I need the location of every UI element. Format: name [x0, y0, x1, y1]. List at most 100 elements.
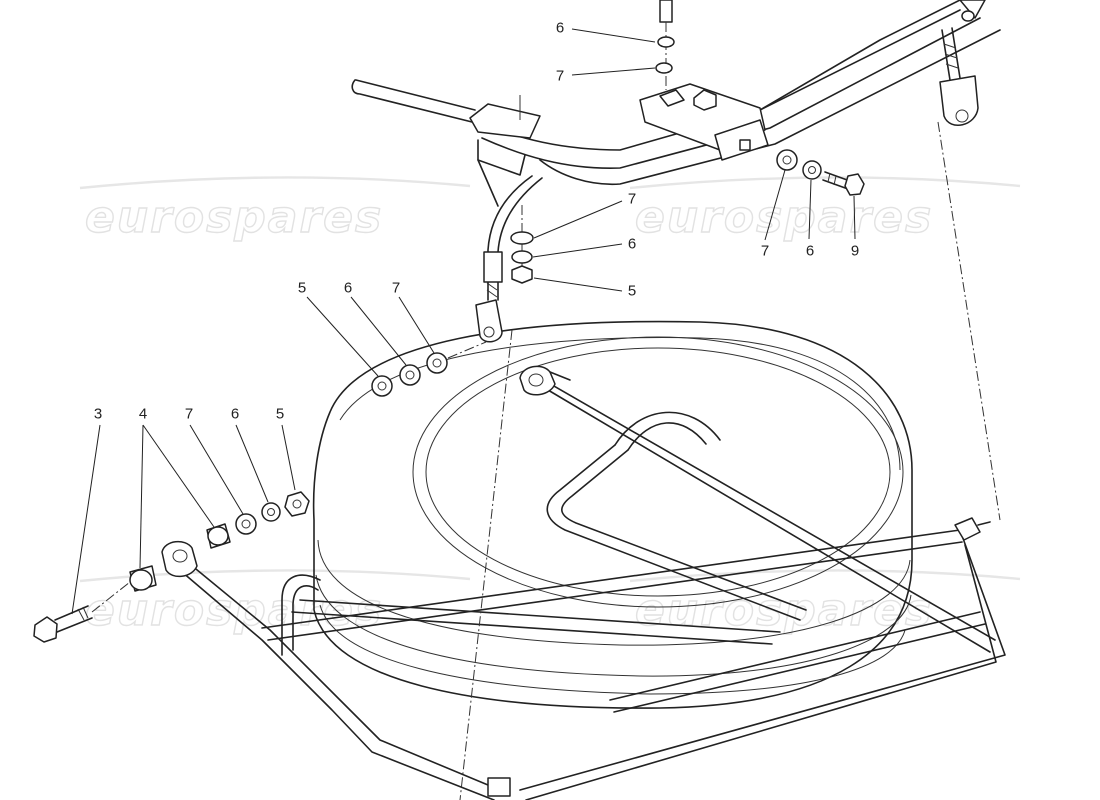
callout-5-left: 5 [275, 405, 285, 423]
hanger-eye-right [939, 75, 979, 126]
washer-6-upper-left [399, 364, 421, 386]
watermark-swoosh [629, 569, 1021, 583]
nut-5-upper-left [371, 375, 393, 397]
watermark-eurospares-bottom-left: eurospares [85, 585, 383, 636]
carrier-front-bar [609, 611, 981, 701]
leader-5-mid [533, 277, 623, 292]
carrier-rear-crossbar [261, 529, 961, 629]
watermark-eurospares-top-right: eurospares [635, 192, 933, 243]
leader-3-left [71, 424, 101, 615]
carrier-right-pivot [954, 517, 981, 541]
callout-7-left: 7 [184, 405, 194, 423]
bolt-3-shank [56, 617, 93, 633]
chassis-cross-member [351, 0, 1001, 521]
wheel-carrier-frame [174, 377, 1006, 800]
bolt-3-axis [91, 581, 131, 613]
washer-7-left [235, 513, 257, 535]
chassis-brace [759, 0, 961, 111]
shackle-axis [447, 341, 487, 359]
bolt-3-head [33, 616, 58, 643]
top-stud [659, 0, 673, 23]
hanger-axis-right [937, 121, 1001, 521]
chassis-tube-left [351, 79, 481, 125]
carrier-top-stud [549, 371, 571, 381]
pivot-bush-left-face [129, 569, 153, 591]
callout-3-left: 3 [93, 405, 103, 423]
right-clamp-hole [739, 139, 751, 151]
left-pivot-assembly [33, 491, 310, 643]
callout-7-upper-left: 7 [391, 279, 401, 297]
right-clamp-washer [659, 89, 685, 107]
carrier-pivot-bore [172, 549, 188, 563]
retaining-hook-rod-inner [561, 449, 807, 611]
washer-7-upper-left [426, 352, 448, 374]
callout-6-top: 6 [555, 19, 565, 37]
callout-6-right: 6 [805, 242, 815, 260]
bolt-3-thread [77, 606, 89, 621]
watermark-swoosh [79, 176, 471, 190]
leader-6-left [235, 424, 269, 503]
callout-7-top: 7 [555, 67, 565, 85]
leader-lines [71, 28, 856, 615]
hanger-rod-thread-right [943, 43, 959, 69]
leader-6-mid [532, 243, 623, 258]
carrier-top-pivot [519, 365, 556, 396]
hanger-cable-left [487, 175, 533, 301]
tyre-sidewall-edge [339, 337, 901, 471]
leader-7-left [189, 424, 244, 515]
washer-7-top [655, 62, 673, 74]
shackle-stud-assembly [371, 341, 571, 397]
carrier-upper-bar-inner [547, 389, 991, 653]
watermark-swoosh [629, 176, 1021, 190]
callout-6-mid: 6 [627, 235, 637, 253]
chassis-tube-left-top [355, 79, 476, 111]
watermark-layer: eurospares eurospares eurospares eurospa… [79, 176, 1021, 637]
leader-7-mid [533, 200, 623, 239]
watermark-eurospares-bottom-right: eurospares [635, 585, 933, 636]
carrier-front-bar-inner [613, 623, 986, 713]
callout-4-left: 4 [138, 405, 148, 423]
carrier-rear-crossbar-inner [267, 541, 963, 641]
hanger-thread-left [486, 282, 498, 298]
callout-6-left: 6 [230, 405, 240, 423]
nut-5-mid [511, 265, 533, 284]
tyre-rim-outer [412, 336, 904, 608]
leader-5-left [281, 424, 296, 491]
leader-4-left-a [139, 424, 144, 569]
callout-7-right: 7 [760, 242, 770, 260]
carrier-left-arm [184, 559, 501, 791]
left-mounting-bracket [469, 103, 541, 139]
carrier-upper-bar [539, 377, 996, 641]
carrier-left-loop [281, 574, 321, 656]
leader-4-left-b [142, 424, 215, 528]
hanger-rod-right-inner [951, 27, 961, 79]
carrier-mid-bar-inner [291, 611, 773, 645]
washer-6-right [802, 160, 822, 180]
leader-7-top [571, 67, 656, 76]
washer-7-mid [510, 231, 534, 245]
left-bracket-gusset [477, 159, 499, 207]
chassis-beam-lower [481, 17, 981, 169]
right-clamp-nut [693, 89, 717, 111]
bolt-9-head [844, 173, 865, 196]
hanger-rod-right [941, 29, 951, 81]
callout-5-upper-left: 5 [297, 279, 307, 297]
pivot-bush-right-face [207, 526, 229, 546]
washer-6-top [657, 36, 675, 48]
callout-6-upper-left: 6 [343, 279, 353, 297]
hanger-axis-left [459, 329, 513, 800]
leader-6-upper-left [350, 296, 407, 366]
leader-7-upper-left [398, 296, 435, 354]
retaining-hook-arch [614, 411, 721, 446]
leader-7-right [764, 169, 786, 241]
carrier-right-stud [977, 521, 991, 526]
hanger-eye-left [475, 299, 503, 343]
tyre-rim-inner [425, 347, 891, 597]
carrier-left-loop-inner [292, 585, 319, 651]
carrier-right-rail-inner [525, 544, 997, 800]
watermark-eurospares-top-left: eurospares [85, 192, 383, 243]
callout-9-right: 9 [850, 242, 860, 260]
right-fixings [776, 149, 865, 196]
